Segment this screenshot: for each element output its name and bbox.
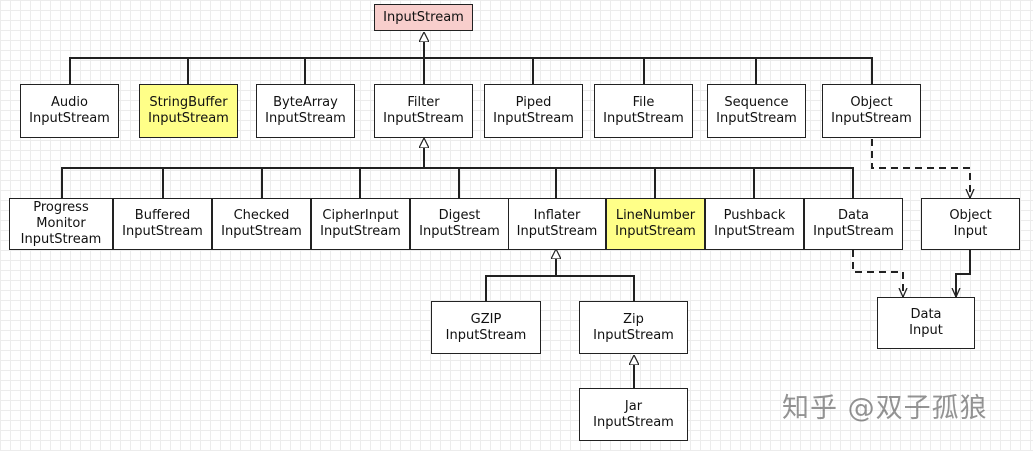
node-datainput-interface: Data Input bbox=[877, 297, 975, 349]
edge-datainputstream-to-datainput bbox=[852, 250, 903, 297]
node-zip-inputstream: Zip InputStream bbox=[579, 301, 688, 354]
node-piped-inputstream: Piped InputStream bbox=[484, 84, 583, 138]
node-bytearray-inputstream: ByteArray InputStream bbox=[256, 84, 355, 138]
node-sequence-inputstream: Sequence InputStream bbox=[707, 84, 806, 138]
node-gzip-inputstream: GZIP InputStream bbox=[431, 301, 541, 354]
node-pushback-inputstream: Pushback InputStream bbox=[705, 198, 804, 250]
edge-level1-bus bbox=[69, 57, 873, 84]
node-audio-inputstream: Audio InputStream bbox=[20, 84, 119, 138]
node-filter-inputstream: Filter InputStream bbox=[374, 84, 473, 138]
node-inflater-inputstream: Inflater InputStream bbox=[508, 198, 606, 250]
node-buffered-inputstream: Buffered InputStream bbox=[113, 198, 212, 250]
node-inputstream: InputStream bbox=[374, 4, 473, 31]
node-jar-inputstream: Jar InputStream bbox=[579, 388, 688, 441]
node-cipherinput-inputstream: CipherInput InputStream bbox=[311, 198, 410, 250]
node-stringbuffer-inputstream: StringBuffer InputStream bbox=[139, 84, 238, 138]
node-object-inputstream: Object InputStream bbox=[822, 84, 921, 138]
edge-objectinput-to-datainput bbox=[956, 250, 971, 297]
edge-level3-bus bbox=[485, 275, 635, 301]
node-checked-inputstream: Checked InputStream bbox=[212, 198, 311, 250]
node-file-inputstream: File InputStream bbox=[594, 84, 693, 138]
node-linenumber-inputstream: LineNumber InputStream bbox=[606, 198, 705, 250]
edge-level2-bus bbox=[61, 167, 854, 198]
node-progressmonitor-inputstream: Progress Monitor InputStream bbox=[9, 198, 113, 250]
node-objectinput-interface: Object Input bbox=[921, 198, 1020, 250]
edge-objectinputstream-to-objectinput bbox=[871, 139, 970, 198]
watermark: 知乎 @双子孤狼 bbox=[782, 393, 988, 424]
node-digest-inputstream: Digest InputStream bbox=[410, 198, 509, 250]
node-data-inputstream: Data InputStream bbox=[804, 198, 903, 250]
